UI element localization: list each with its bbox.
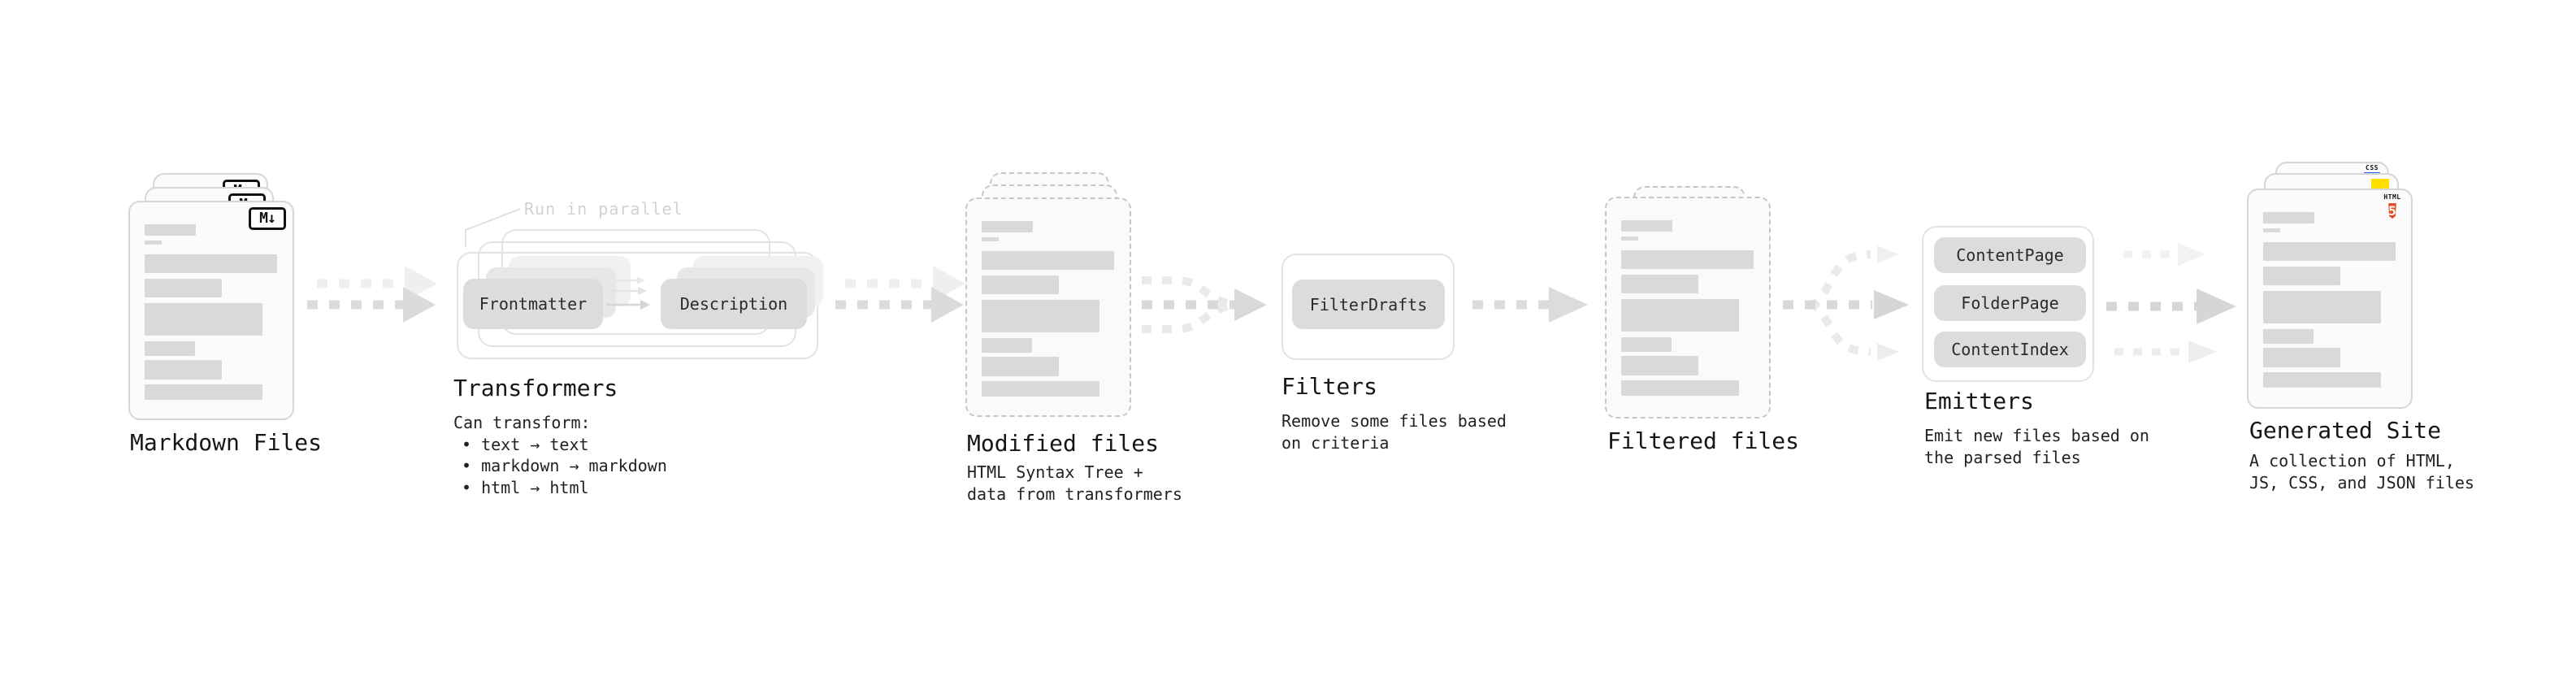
- html5-logo-icon: HTML 5: [2383, 193, 2401, 219]
- text-line-placeholder: [2263, 212, 2314, 223]
- flow-arrow-filters-to-filtered: [1472, 287, 1588, 323]
- arrowhead: [2188, 340, 2217, 363]
- text-line-placeholder: [982, 338, 1032, 353]
- annotation-leader-line: [465, 208, 521, 247]
- text-line-placeholder: [982, 357, 1059, 376]
- caption-line: Can transform:: [453, 413, 591, 432]
- stage-title-emitters: Emitters: [1924, 388, 2034, 414]
- filtered-doc-front: [1605, 197, 1771, 419]
- arrowhead: [403, 287, 436, 323]
- arrowhead: [1874, 290, 1909, 319]
- text-line-placeholder: [2263, 329, 2314, 344]
- caption-line: Emit new files based on: [1924, 426, 2149, 445]
- caption-line: • text → text: [462, 434, 589, 454]
- stage-title-markdown-files: Markdown Files: [130, 429, 323, 456]
- text-line-placeholder: [145, 360, 222, 380]
- stage-caption-transformers: Can transform: • text → text • markdown …: [453, 412, 667, 498]
- parallel-transform-arrows: [606, 276, 650, 310]
- text-line-placeholder: [145, 224, 196, 236]
- caption-line: A collection of HTML,: [2249, 451, 2455, 471]
- markdown-icon: M↓: [249, 207, 286, 230]
- arrowhead: [638, 287, 647, 295]
- stage-caption-modified-files: HTML Syntax Tree + data from transformer…: [967, 462, 1182, 505]
- text-line-placeholder: [982, 221, 1033, 232]
- text-line-placeholder: [2263, 372, 2381, 388]
- filters-frame: [1281, 254, 1455, 360]
- text-line-placeholder: [2263, 228, 2280, 232]
- transformers-frame-front: [457, 252, 818, 359]
- stage-caption-filters: Remove some files based on criteria: [1281, 410, 1507, 453]
- arrowhead: [1549, 287, 1588, 323]
- text-line-placeholder: [982, 275, 1059, 294]
- stage-title-transformers: Transformers: [453, 375, 618, 401]
- stage-title-filtered-files: Filtered files: [1607, 427, 1800, 454]
- flow-arrow-transformers-to-modified: [835, 266, 965, 323]
- contentpage-node: ContentPage: [1934, 237, 2086, 273]
- stage-title-modified-files: Modified files: [967, 430, 1160, 457]
- site-doc-front: HTML 5: [2247, 189, 2413, 409]
- filterdrafts-node: FilterDrafts: [1292, 280, 1445, 329]
- modified-doc-front: [965, 197, 1131, 417]
- caption-line: HTML Syntax Tree +: [967, 462, 1143, 482]
- text-line-placeholder: [2263, 267, 2340, 285]
- caption-line: • markdown → markdown: [462, 456, 667, 475]
- run-in-parallel-label: Run in parallel: [524, 199, 683, 219]
- stage-caption-emitters: Emit new files based on the parsed files: [1924, 425, 2149, 468]
- folderpage-node: FolderPage: [1934, 285, 2086, 321]
- caption-line: data from transformers: [967, 484, 1182, 504]
- contentindex-node: ContentIndex: [1934, 332, 2086, 367]
- caption-line: JS, CSS, and JSON files: [2249, 472, 2474, 492]
- text-line-placeholder: [982, 300, 1099, 332]
- text-line-placeholder: [145, 254, 277, 273]
- arrowhead: [2178, 243, 2205, 266]
- frontmatter-node: Frontmatter: [463, 279, 603, 329]
- stage-title-filters: Filters: [1281, 373, 1378, 400]
- text-line-placeholder: [1621, 236, 1638, 241]
- markdown-doc-front: M↓: [128, 201, 294, 420]
- caption-line: the parsed files: [1924, 447, 2081, 467]
- text-line-placeholder: [1621, 380, 1739, 396]
- arrowhead: [1877, 343, 1899, 361]
- arrowhead: [1234, 288, 1267, 321]
- text-line-placeholder: [145, 341, 195, 356]
- stage-caption-generated-site: A collection of HTML, JS, CSS, and JSON …: [2249, 450, 2474, 493]
- caption-line: Remove some files based: [1281, 411, 1507, 431]
- text-line-placeholder: [145, 279, 222, 297]
- js-file-icon: [2371, 179, 2389, 189]
- arrowhead: [931, 287, 964, 323]
- text-line-placeholder: [2263, 348, 2340, 367]
- emitters-frame: [1922, 226, 2094, 382]
- caption-line: • html → html: [462, 477, 589, 497]
- text-line-placeholder: [2263, 291, 2381, 323]
- text-line-placeholder: [145, 384, 262, 400]
- description-node: Description: [661, 279, 807, 329]
- text-line-placeholder: [982, 237, 999, 241]
- flow-arrow-markdown-to-transformers: [307, 266, 437, 323]
- text-line-placeholder: [982, 381, 1099, 397]
- text-line-placeholder: [2263, 242, 2396, 261]
- flow-arrows-emitters-to-site: [2106, 243, 2236, 363]
- caption-line: on criteria: [1281, 432, 1390, 453]
- text-line-placeholder: [1621, 337, 1672, 352]
- text-line-placeholder: [1621, 250, 1754, 269]
- text-line-placeholder: [1621, 356, 1698, 375]
- arrowhead: [1877, 245, 1899, 263]
- arrowhead: [2197, 288, 2236, 324]
- text-line-placeholder: [1621, 220, 1672, 232]
- text-line-placeholder: [1621, 299, 1739, 332]
- arrowhead: [637, 276, 645, 284]
- flow-split-arrow-filtered-to-emitters: [1783, 245, 1909, 361]
- text-line-placeholder: [982, 251, 1114, 270]
- arrowhead: [640, 300, 650, 310]
- stage-title-generated-site: Generated Site: [2249, 417, 2442, 444]
- text-line-placeholder: [1621, 275, 1698, 293]
- text-line-placeholder: [145, 241, 162, 245]
- flow-merge-arrow-modified-to-filters: [1142, 276, 1267, 333]
- text-line-placeholder: [145, 303, 262, 336]
